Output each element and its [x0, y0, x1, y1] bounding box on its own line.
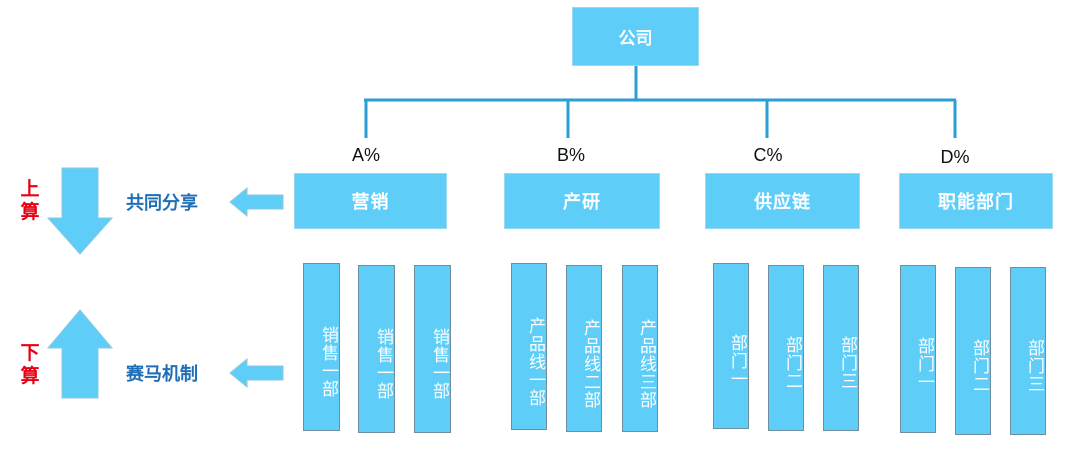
side-label-racing: 赛马机制 [126, 364, 198, 385]
sub-department-label: 部门一 [914, 337, 934, 391]
sub-department-node: 销售一部 [303, 263, 340, 431]
arrow-down-icon [46, 167, 114, 255]
sub-department-label: 产品线三部 [636, 318, 656, 409]
sub-department-label: 部门三 [837, 336, 857, 390]
sub-department-node: 部门三 [1010, 267, 1046, 435]
sub-department-node: 产品线一部 [511, 263, 547, 430]
percent-label-a: A% [351, 145, 381, 165]
sub-department-label: 产品线一部 [525, 316, 545, 407]
sub-department-label: 产品线二部 [580, 318, 600, 409]
sub-department-label: 销售一部 [318, 326, 338, 398]
sub-department-label: 销售一部 [429, 328, 449, 400]
sub-department-node: 部门一 [713, 263, 749, 429]
sub-department-node: 产品线三部 [622, 265, 658, 432]
arrow-up-icon [46, 309, 114, 399]
calc-label-bottom: 下算 [20, 342, 40, 387]
sub-department-label: 部门一 [727, 334, 747, 388]
sub-department-node: 销售一部 [414, 265, 451, 433]
side-label-share: 共同分享 [126, 193, 198, 214]
department-node-marketing: 营销 [294, 173, 447, 229]
department-node-functional: 职能部门 [899, 173, 1053, 229]
sub-department-label: 部门二 [782, 336, 802, 390]
calc-label-top: 上算 [20, 178, 40, 223]
arrow-left-icon [229, 186, 284, 218]
percent-label-b: B% [556, 145, 586, 165]
sub-department-node: 销售一部 [358, 265, 395, 433]
root-label: 公司 [618, 29, 653, 49]
sub-department-label: 部门二 [969, 339, 989, 393]
sub-department-node: 产品线二部 [566, 265, 602, 432]
sub-department-label: 部门三 [1024, 339, 1044, 393]
department-label: 产研 [563, 192, 601, 213]
arrow-left-icon [229, 357, 284, 389]
department-label: 营销 [351, 192, 390, 213]
root-node: 公司 [572, 7, 699, 66]
sub-department-node: 部门一 [900, 265, 936, 433]
sub-department-label: 销售一部 [373, 328, 393, 400]
sub-department-node: 部门二 [768, 265, 804, 431]
department-label: 职能部门 [938, 192, 1014, 213]
percent-label-c: C% [753, 145, 783, 165]
sub-department-node: 部门二 [955, 267, 991, 435]
department-label: 供应链 [754, 192, 811, 213]
percent-label-d: D% [940, 147, 970, 167]
department-node-rnd: 产研 [504, 173, 660, 229]
sub-department-node: 部门三 [823, 265, 859, 431]
department-node-supply-chain: 供应链 [705, 173, 860, 229]
